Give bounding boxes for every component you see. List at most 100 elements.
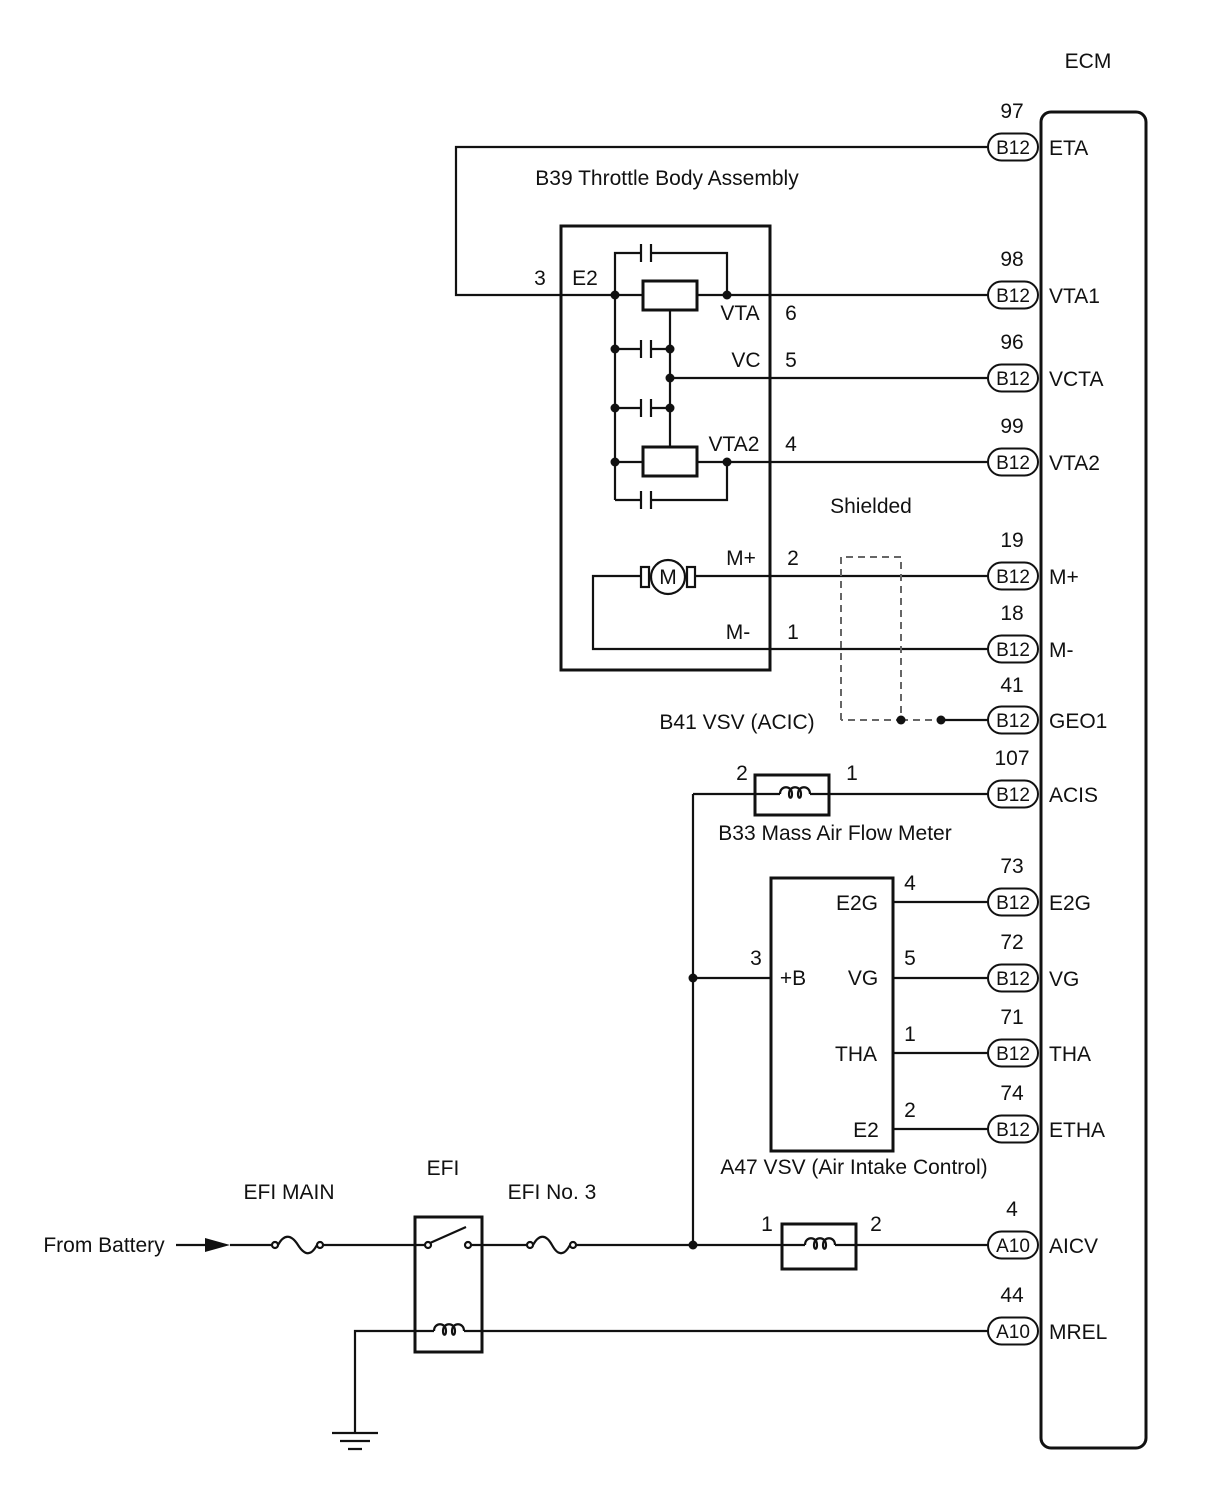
ground-icon	[332, 1431, 378, 1451]
junction-dot	[722, 290, 732, 300]
arrow-right-icon	[205, 1238, 230, 1252]
fuse-efi-main: EFI MAIN	[243, 1181, 335, 1255]
sensor-2-resistor	[641, 445, 699, 478]
ecm-pin-vta2: 99 B12 VTA2	[987, 415, 1100, 477]
junction-dot	[665, 373, 675, 383]
ecm: ECM 97 B12 ETA 98 B12 VTA1 96 B12 VCTA 9…	[987, 50, 1148, 1450]
capacitor-349-symbol	[639, 340, 653, 358]
pin-signal-name: VCTA	[1049, 368, 1103, 391]
tb-pin-m-plus-number: 2	[787, 547, 799, 570]
wire-top-capacitor	[613, 251, 729, 295]
switch-icon	[429, 1225, 467, 1245]
connector-id: B12	[996, 969, 1030, 990]
maf-label: B33 Mass Air Flow Meter	[718, 822, 951, 845]
ground-symbol	[332, 1431, 378, 1451]
junction-dot	[896, 715, 906, 725]
tb-pin-e2-number: 3	[534, 267, 546, 290]
wire-mrel	[353, 1329, 988, 1433]
fuse-efi-main-label: EFI MAIN	[243, 1181, 334, 1204]
connector-id: B12	[996, 1044, 1030, 1065]
a47-pin-tha-name: THA	[835, 1043, 877, 1066]
aicv-coil-pin-right: 2	[870, 1213, 882, 1236]
ecm-pin-tha: 71 B12 THA	[987, 1006, 1091, 1068]
pin-signal-name: THA	[1049, 1043, 1091, 1066]
ecm-label: ECM	[1065, 50, 1112, 73]
tb-pin-vta2-number: 4	[785, 433, 797, 456]
a47-pin-e2-name: E2	[853, 1119, 879, 1142]
pin-number: 99	[1000, 415, 1023, 438]
tb-pin-vc-name: VC	[731, 349, 760, 372]
a47-label: A47 VSV (Air Intake Control)	[720, 1156, 987, 1179]
a47-pin-vg-number: 5	[904, 947, 916, 970]
pin-signal-name: AICV	[1049, 1235, 1098, 1258]
motor-icon: M	[639, 558, 697, 596]
tb-pin-e2-name: E2	[572, 267, 598, 290]
power-supply: From Battery EFI MAIN EFI EFI No. 3	[43, 1157, 988, 1451]
throttle-body-box	[559, 224, 772, 672]
ecm-pin-m-minus: 18 B12 M-	[987, 602, 1074, 664]
junction-dot	[610, 344, 620, 354]
ecm-pin-geo1: 41 B12 GEO1	[987, 674, 1107, 735]
pin-number: 74	[1000, 1082, 1024, 1105]
fuse-icon	[277, 1235, 318, 1255]
junction-dot	[722, 457, 732, 467]
junction-dot	[665, 403, 675, 413]
junction-dot	[936, 715, 946, 725]
shield: Shielded B41 VSV (ACIC)	[659, 495, 988, 734]
ecm-pin-vg: 72 B12 VG	[987, 931, 1079, 993]
wire-bottom-capacitor	[615, 462, 729, 502]
tb-pin-m-plus-name: M+	[726, 547, 756, 570]
pin-number: 72	[1000, 931, 1023, 954]
capacitor-408-symbol	[639, 399, 653, 417]
pin-number: 18	[1000, 602, 1023, 625]
maf-pin-left: 2	[736, 762, 748, 785]
relay-coil-icon	[432, 1323, 466, 1336]
junction-dot	[610, 290, 620, 300]
wire-eta-to-e2	[454, 145, 988, 297]
pin-number: 107	[994, 747, 1029, 770]
pin-signal-name: M+	[1049, 566, 1079, 589]
a47-pin-e2-number: 2	[904, 1099, 916, 1122]
connector-id: B12	[996, 369, 1030, 390]
pin-signal-name: VG	[1049, 968, 1079, 991]
pin-number: 71	[1000, 1006, 1023, 1029]
tb-pin-m-minus-name: M-	[726, 621, 751, 644]
vsv-acic-label: B41 VSV (ACIC)	[659, 711, 814, 734]
tb-pin-vta-number: 6	[785, 302, 797, 325]
connector-id: B12	[996, 567, 1030, 588]
shield-label: Shielded	[830, 495, 912, 518]
vsv-air-intake-control: 3 +B E2G 4 VG 5 THA 1 E2 2 A47 VSV (Air …	[693, 872, 988, 1179]
ecm-pin-mrel: 44 A10 MREL	[987, 1284, 1107, 1346]
junction-dot	[610, 457, 620, 467]
motor-symbol: M	[659, 566, 677, 589]
pin-signal-name: ETHA	[1049, 1119, 1105, 1142]
fuse-terminal-left	[525, 1240, 535, 1250]
ecm-pin-eta: 97 B12 ETA	[987, 100, 1088, 162]
capacitor-top-symbol	[639, 244, 653, 262]
ecm-pin-aicv: 4 A10 AICV	[987, 1198, 1098, 1260]
connector-id: B12	[996, 640, 1030, 661]
coil-icon	[803, 1237, 837, 1250]
a47-pin-plus-b-number: 3	[750, 947, 762, 970]
fuse-efi-no3: EFI No. 3	[508, 1181, 596, 1255]
maf-pin-right: 1	[846, 762, 858, 785]
maf-box	[753, 773, 831, 817]
tb-pin-vta2-name: VTA2	[709, 433, 760, 456]
a47-box	[769, 876, 895, 1153]
fuse-icon	[532, 1235, 571, 1255]
mass-air-flow-meter: 2 1 B33 Mass Air Flow Meter	[693, 762, 988, 845]
efi-relay: EFI	[413, 1157, 484, 1354]
pin-signal-name: ACIS	[1049, 784, 1098, 807]
junction-dot	[610, 403, 620, 413]
a47-pin-e2g-number: 4	[904, 872, 916, 895]
connector-id: B12	[996, 711, 1030, 732]
pin-number: 41	[1000, 674, 1023, 697]
pin-signal-name: E2G	[1049, 892, 1091, 915]
aicv-coil-box	[780, 1222, 858, 1271]
connector-id: B12	[996, 453, 1030, 474]
shield-dashed-outline	[840, 556, 941, 721]
a47-pin-tha-number: 1	[904, 1023, 916, 1046]
connector-id: B12	[996, 893, 1030, 914]
pin-number: 73	[1000, 855, 1023, 878]
